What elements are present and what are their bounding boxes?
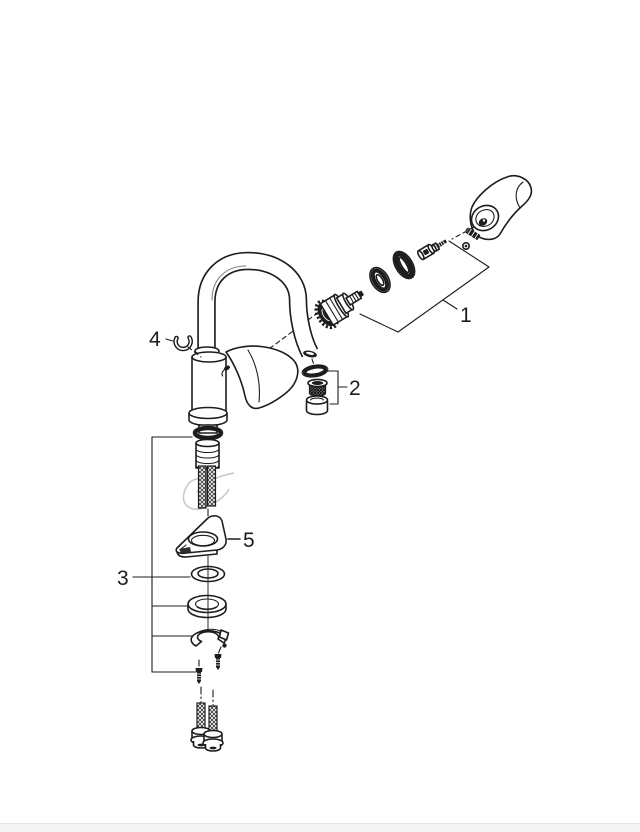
cartridge bbox=[314, 290, 365, 330]
fixing-screw-right bbox=[214, 646, 222, 670]
hose-nut-right bbox=[202, 729, 224, 752]
handle-set-screw bbox=[451, 226, 481, 251]
callout-4: 4 bbox=[149, 328, 174, 351]
faucet-body bbox=[191, 345, 299, 416]
clamp-ring bbox=[190, 628, 230, 648]
fixing-screw-left bbox=[195, 659, 203, 684]
callout-1: 1 bbox=[359, 240, 490, 333]
spout-outlet-tip bbox=[303, 350, 317, 366]
footer-bar bbox=[0, 823, 640, 832]
callout-5-label: 5 bbox=[243, 529, 255, 552]
aerator-housing bbox=[305, 395, 329, 416]
callout-2-label: 2 bbox=[349, 377, 361, 400]
lever-notch bbox=[223, 365, 231, 371]
aerator-o-ring bbox=[301, 364, 329, 378]
supply-hoses-upper bbox=[197, 465, 217, 509]
mounting-bracket-triangle bbox=[175, 515, 227, 558]
threaded-shank bbox=[195, 438, 220, 470]
retaining-clip bbox=[173, 335, 202, 358]
handle-dome bbox=[225, 345, 299, 410]
washer-thick bbox=[187, 594, 227, 619]
cartridge-cap-ring bbox=[369, 266, 391, 294]
cartridge-fixing-screw bbox=[431, 239, 447, 253]
escutcheon-ring bbox=[392, 250, 416, 280]
supply-hoses-bottom bbox=[190, 686, 224, 752]
callout-3: 3 bbox=[117, 436, 197, 673]
faucet-spout bbox=[197, 251, 319, 358]
aerator-mousseur bbox=[307, 378, 328, 397]
base-o-ring bbox=[192, 425, 224, 441]
callout-3-label: 3 bbox=[117, 567, 129, 590]
cartridge-adapter bbox=[416, 243, 436, 261]
callout-2: 2 bbox=[326, 370, 361, 405]
callout-4-label: 4 bbox=[149, 328, 161, 351]
callout-5: 5 bbox=[227, 529, 255, 552]
callout-1-label: 1 bbox=[460, 304, 472, 327]
lever-handle-knob bbox=[469, 174, 533, 241]
